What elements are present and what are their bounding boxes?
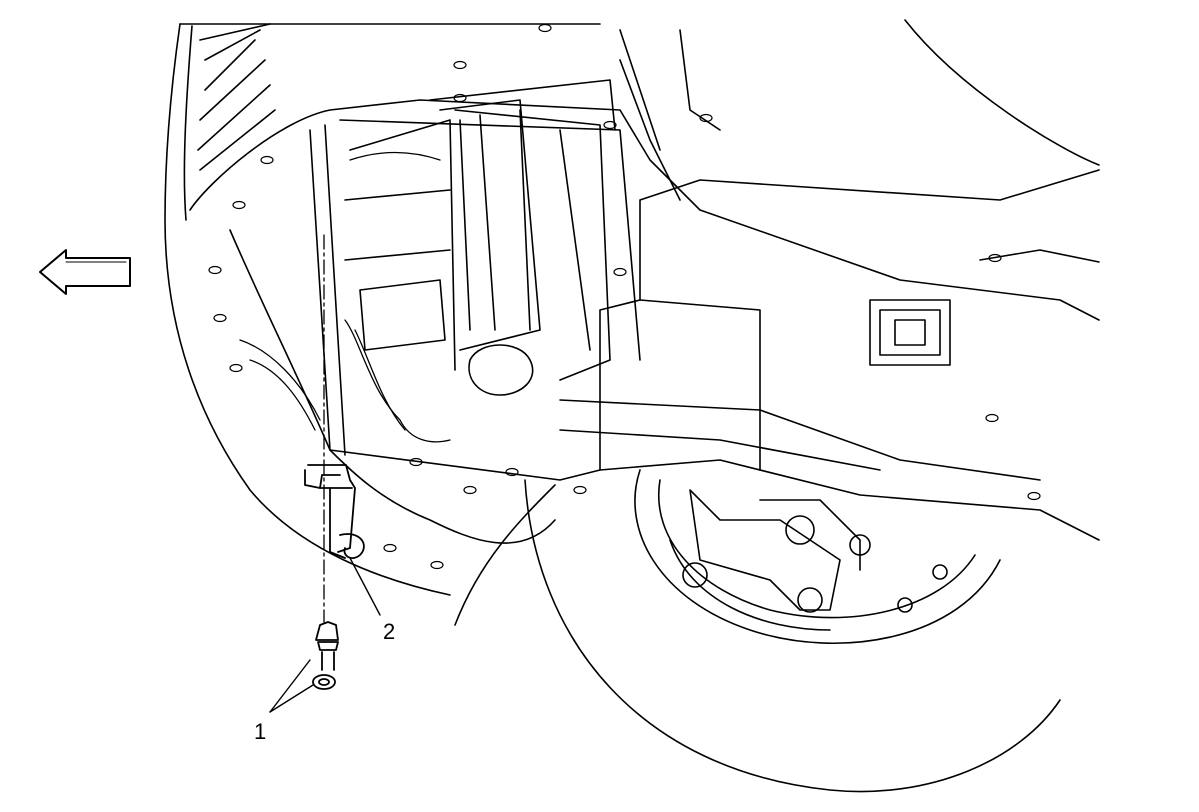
front-tire [524,19,1100,793]
arrow-left-icon [39,249,131,295]
splash-shield [189,99,1100,626]
fastener-holes [208,23,1041,570]
callout-2: 2 [383,619,396,644]
suspension-components [669,489,948,631]
leader-lines [269,557,381,713]
hoses-wiring [239,151,451,443]
callout-1: 1 [254,719,267,744]
front-fascia [164,23,601,596]
push-pin-fastener [312,621,339,690]
radiator-support [309,29,721,456]
retainer-bracket [304,464,365,559]
